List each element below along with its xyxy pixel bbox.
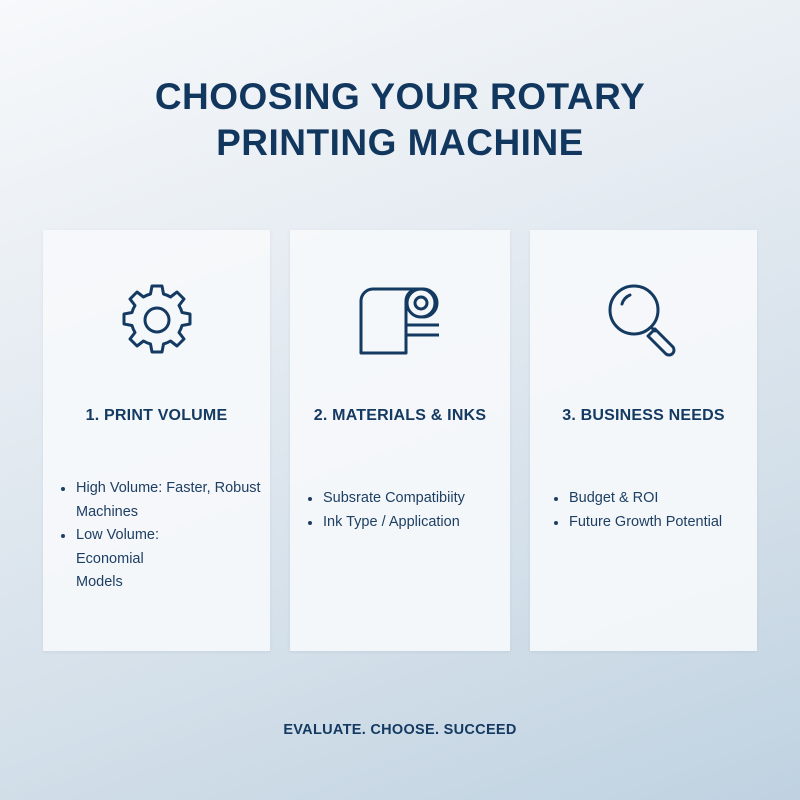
bullet-list: High Volume: Faster, Robust Machines Low… bbox=[61, 477, 261, 595]
magnifying-glass-icon bbox=[530, 280, 757, 360]
page-title: CHOOSING YOUR ROTARY PRINTING MACHINE bbox=[0, 74, 800, 166]
card-print-volume: 1. PRINT VOLUME High Volume: Faster, Rob… bbox=[43, 230, 270, 651]
tagline: EVALUATE. CHOOSE. SUCCEED bbox=[283, 722, 517, 738]
card-heading: 1. PRINT VOLUME bbox=[85, 407, 228, 424]
paper-roll-icon bbox=[290, 280, 510, 360]
card-heading: 2. MATERIALS & INKS bbox=[313, 407, 487, 424]
card-business-needs: 3. BUSINESS NEEDS Budget & ROI Future Gr… bbox=[530, 230, 757, 651]
list-item: Ink Type / Application bbox=[308, 511, 508, 535]
bullet-list: Subsrate Compatibiity Ink Type / Applica… bbox=[308, 487, 508, 534]
list-item: Budget & ROI bbox=[554, 487, 754, 511]
card-heading: 3. BUSINESS NEEDS bbox=[562, 407, 725, 424]
title-line-1: CHOOSING YOUR ROTARY bbox=[154, 76, 646, 117]
list-item: Low Volume: Economial Models bbox=[61, 524, 186, 595]
list-item: High Volume: Faster, Robust Machines bbox=[61, 477, 261, 524]
title-line-2: PRINTING MACHINE bbox=[216, 122, 584, 163]
bullet-list: Budget & ROI Future Growth Potential bbox=[554, 487, 754, 534]
gear-icon bbox=[43, 280, 270, 360]
list-item: Future Growth Potential bbox=[554, 511, 754, 535]
list-item: Subsrate Compatibiity bbox=[308, 487, 508, 511]
card-materials-inks: 2. MATERIALS & INKS Subsrate Compatibiit… bbox=[290, 230, 510, 651]
